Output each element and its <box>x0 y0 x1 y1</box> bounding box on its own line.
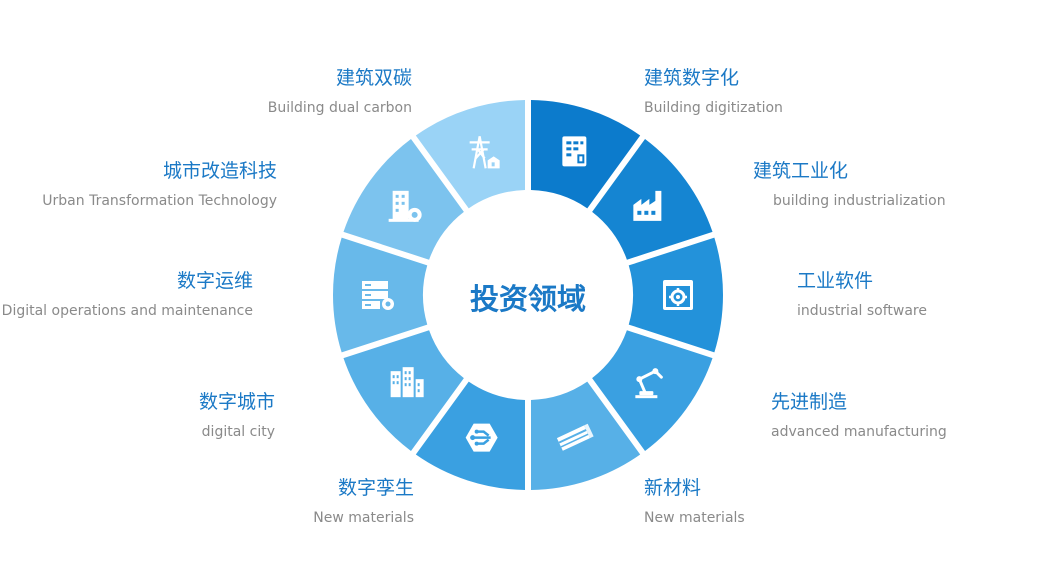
segment-subtitle: industrial software <box>797 302 927 319</box>
label-advanced-manufacturing: 先进制造 advanced manufacturing <box>771 391 947 440</box>
power-tower-icon <box>469 136 500 169</box>
segment-title: 工业软件 <box>797 270 874 292</box>
label-dual-carbon: 建筑双碳 Building dual carbon <box>267 67 412 116</box>
center-title: 投资领域 <box>469 282 587 316</box>
segment-subtitle: advanced manufacturing <box>771 423 947 440</box>
segment-title: 建筑双碳 <box>335 67 412 89</box>
segment-subtitle: Digital operations and maintenance <box>1 302 253 319</box>
segment-subtitle: New materials <box>313 509 414 526</box>
segment-title: 先进制造 <box>771 391 848 413</box>
segment-subtitle: digital city <box>201 423 275 440</box>
label-new-materials: 新材料 New materials <box>644 477 745 526</box>
segment-subtitle: Urban Transformation Technology <box>42 192 277 209</box>
circuit-hexagon-icon <box>465 423 498 452</box>
ring-segment <box>415 100 526 209</box>
segment-subtitle: building industrialization <box>773 192 946 209</box>
server-gear-icon <box>362 281 394 310</box>
robot-arm-icon <box>635 368 663 399</box>
label-industrial-software: 工业软件 industrial software <box>797 270 927 319</box>
segment-title: 城市改造科技 <box>162 160 277 182</box>
factory-icon <box>633 190 662 221</box>
label-building-industrialization: 建筑工业化 building industrialization <box>753 160 946 209</box>
segment-title: 建筑数字化 <box>644 67 740 89</box>
label-digital-city: 数字城市 digital city <box>198 391 275 440</box>
segment-subtitle: New materials <box>644 509 745 526</box>
ring-segment <box>592 330 713 451</box>
software-gear-window-icon <box>663 280 693 310</box>
segment-title: 数字运维 <box>176 270 253 292</box>
segment-title: 建筑工业化 <box>753 160 849 182</box>
segment-title: 数字孪生 <box>337 477 414 499</box>
segment-title: 新材料 <box>644 477 702 499</box>
segment-subtitle: Building dual carbon <box>267 99 412 116</box>
segment-subtitle: Building digitization <box>644 99 783 116</box>
office-building-icon <box>562 136 587 167</box>
label-digital-operations: 数字运维 Digital operations and maintenance <box>1 270 253 319</box>
profile-beam-icon <box>556 423 594 451</box>
label-building-digitization: 建筑数字化 Building digitization <box>644 67 783 116</box>
city-buildings-icon <box>390 367 424 398</box>
label-urban-transformation: 城市改造科技 Urban Transformation Technology <box>42 160 277 209</box>
segment-title: 数字城市 <box>198 391 275 413</box>
ring-segment <box>592 139 713 260</box>
building-gear-icon <box>388 190 422 222</box>
label-digital-twin: 数字孪生 New materials <box>313 477 414 526</box>
